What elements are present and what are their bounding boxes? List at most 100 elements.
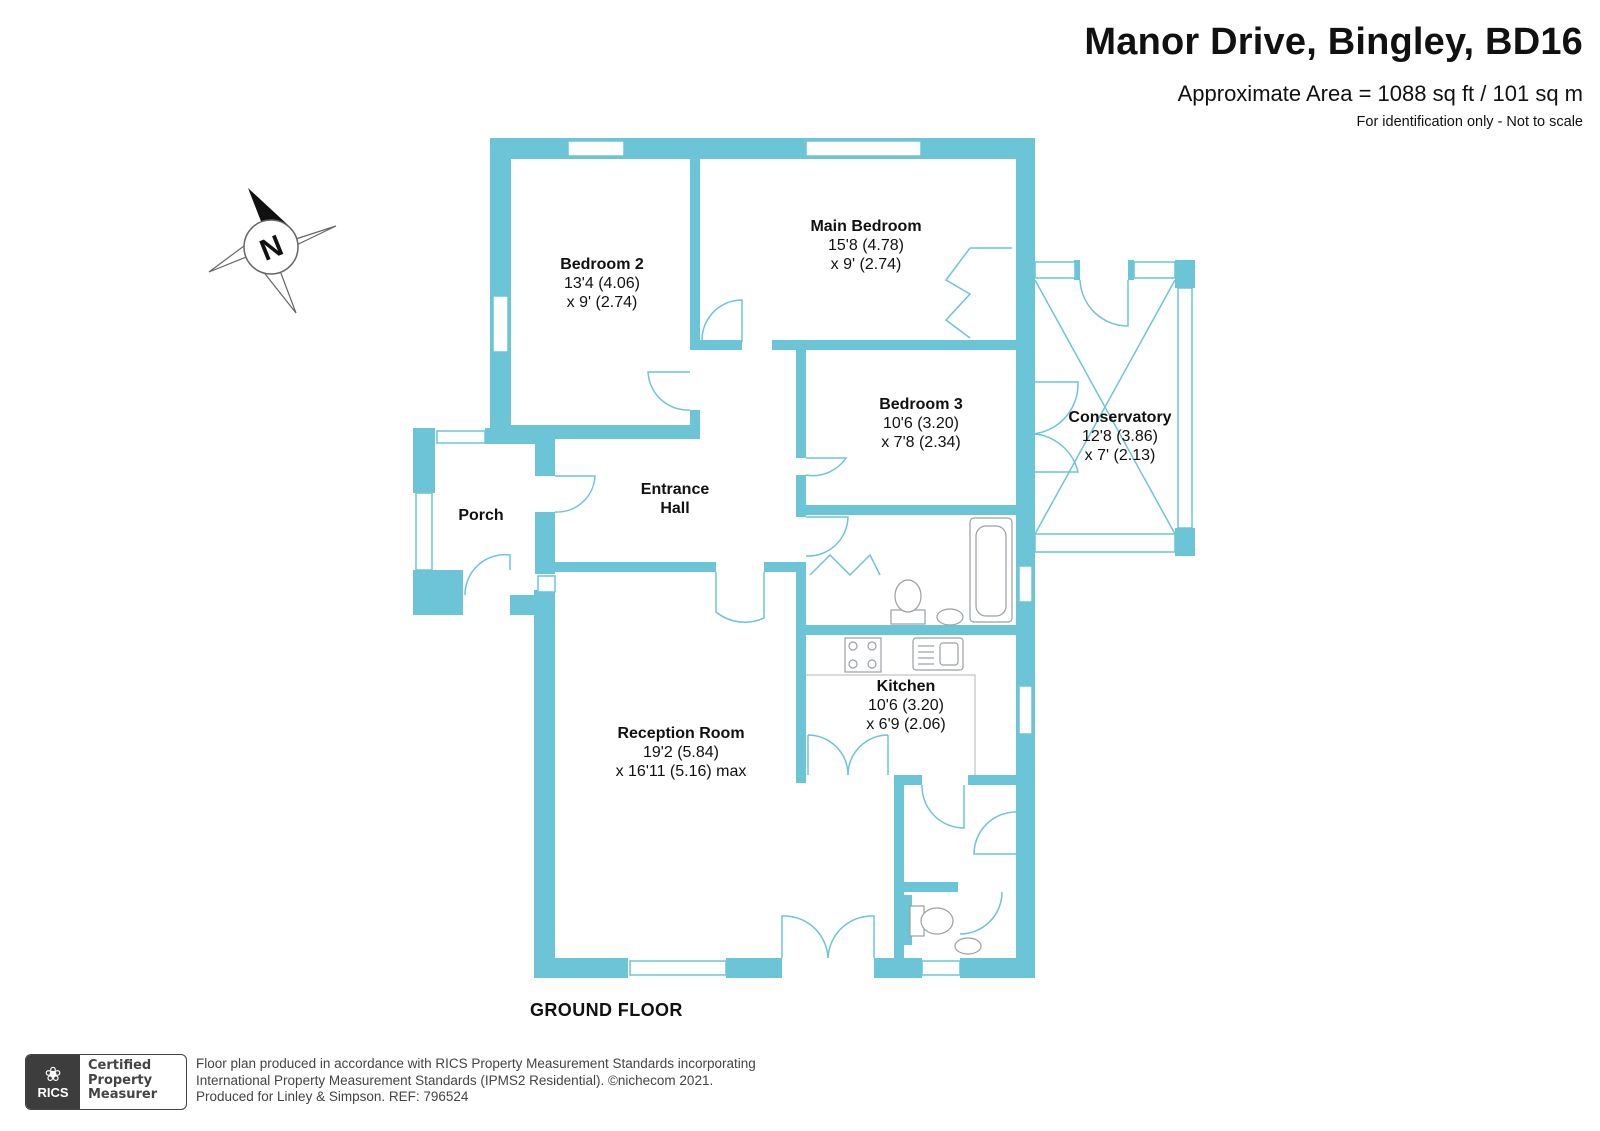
header: Manor Drive, Bingley, BD16 Approximate A… [1084,21,1583,130]
wall-wc-bottom-right [960,958,1035,978]
walls [413,138,1195,978]
toilet-bathroom [894,579,922,613]
approximate-area: Approximate Area = 1088 sq ft / 101 sq m [1177,80,1583,106]
kitchen-dim2: x 6'9 (2.06) [866,716,946,733]
reception-dim1: 19'2 (5.84) [643,744,719,761]
window-wc-bottom [921,960,961,976]
wardrobe-bathroom [809,553,881,577]
hob-ring [867,659,877,669]
window-kitchen-right [1018,685,1033,735]
window-reception-bottom [629,960,727,976]
conservatory-dim2: x 7' (2.13) [1085,447,1156,464]
disclaimer: For identification only - Not to scale [1356,113,1583,130]
wall-wc-left [894,775,904,978]
worktops [806,674,976,775]
wall-porch-left-bottom [413,570,463,615]
door-porch-front [464,553,511,596]
fixtures [844,517,1013,955]
wall-right [1016,138,1035,978]
wall-hall-bottom [550,562,716,572]
window-bath-right [1018,565,1033,603]
rics-emblem-icon: ❀ [44,1063,62,1086]
kitchen-dim1: 10'6 (3.20) [868,697,944,714]
wall-hall-bottom-right [764,562,806,572]
floor-label: GROUND FLOOR [530,1000,683,1020]
doors [464,247,1129,959]
conservatory-dim1: 12'8 (3.86) [1082,428,1158,445]
basin-wc [954,937,982,955]
basin-bathroom [936,608,964,626]
door-reception-patio-a [781,915,829,959]
property-title: Manor Drive, Bingley, BD16 [1084,21,1583,63]
wall-cons-top-mullion-b [1128,260,1134,280]
wall-bedroom2-left [490,138,511,432]
wall-bed3-left-bottom [796,475,806,517]
wall-bed3-bottom [796,505,1024,515]
hob-ring [848,641,858,651]
door-conservatory-b [1023,432,1079,473]
window-bedroom2-left [492,295,509,353]
footer-line1: Floor plan produced in accordance with R… [196,1056,756,1071]
entrance-hall-name1: Entrance [641,481,710,498]
wardrobe-main-bedroom [944,247,1012,339]
badge-line3: Measurer [88,1087,158,1102]
conservatory-roof [1034,279,1176,535]
entrance-hall-name2: Hall [660,500,689,517]
wall-bed2-main [690,150,700,350]
main-bedroom-dim1: 15'8 (4.78) [828,237,904,254]
reception-name: Reception Room [617,725,744,742]
door-conservatory-ext [1079,279,1129,327]
door-bedroom3 [805,457,848,477]
kitchen-worktop-edge [806,674,976,775]
main-bedroom-name: Main Bedroom [810,218,921,235]
porch-name: Porch [458,507,503,524]
wall-kitchen-bottom-right [968,775,1024,785]
wall-reception-bottom-left [534,958,628,978]
bedroom2-name: Bedroom 2 [560,256,644,273]
door-kitchen-wc [921,784,965,829]
windows [415,140,1193,976]
bedroom3-dim2: x 7'8 (2.34) [881,434,961,451]
door-reception [715,572,765,623]
bedroom3-name: Bedroom 3 [879,396,963,413]
door-kitchen-a [807,734,849,776]
window-cons-bottom [1034,533,1176,553]
kitchen-sink-bowl [939,642,959,666]
conservatory-name: Conservatory [1068,409,1171,426]
wall-porch-left-top [413,428,435,493]
wall-kitchen-bottom-left [894,775,922,785]
wall-wc-partition [904,895,912,945]
hob-ring [867,641,877,651]
wall-wc-top [900,882,958,892]
door-bedroom2 [647,371,691,411]
kitchen-name: Kitchen [877,678,936,695]
main-bedroom-dim2: x 9' (2.74) [831,256,902,273]
window-cons-top-a [1034,261,1076,279]
wall-main-bottom-right [772,340,1024,350]
wall-reception-right [796,565,806,783]
footer-line3: Produced for Linley & Simpson. REF: 7965… [196,1089,469,1104]
door-wc [959,891,1003,935]
door-reception-patio-b [827,915,875,959]
wall-cons-corner-top [1175,260,1195,288]
compass-icon: N [208,188,337,314]
wall-reception-left [534,590,555,978]
footer-line2: International Property Measurement Stand… [196,1072,714,1088]
rics-logo-text: RICS [37,1084,69,1100]
wall-porch-right-mid [535,512,555,574]
door-main-bedroom [701,299,743,342]
door-porch-hall [554,475,596,513]
bedroom2-dim1: 13'4 (4.06) [564,275,640,292]
door-bathroom [805,516,849,557]
bathtub-inner [975,525,1007,617]
wall-bed3-left-top [796,350,806,458]
wall-porch-right-top [535,438,555,476]
badge-text: Certified Property Measurer [80,1055,186,1109]
wall-cons-top-mullion-a [1074,260,1080,280]
badge-line1: Certified [88,1058,152,1073]
bedroom2-dim2: x 9' (2.74) [567,294,638,311]
door-kitchen-b [847,734,889,776]
toilet-wc [920,907,954,935]
bedroom3-dim1: 10'6 (3.20) [883,415,959,432]
